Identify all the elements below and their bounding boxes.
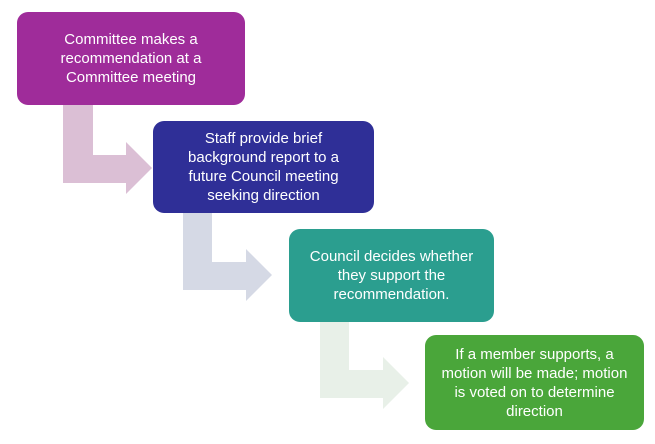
- step-council-decision: Council decides whether they support the…: [289, 229, 494, 322]
- step-motion-vote: If a member supports, a motion will be m…: [425, 335, 644, 430]
- step-3-label: Council decides whether they support the…: [309, 248, 474, 303]
- bent-arrow-2: [183, 213, 272, 301]
- step-staff-report: Staff provide brief background report to…: [153, 121, 374, 213]
- step-4-label: If a member supports, a motion will be m…: [441, 345, 628, 420]
- step-1-label: Committee makes a recommendation at a Co…: [60, 31, 202, 86]
- bent-arrow-1: [63, 105, 152, 194]
- step-committee-recommendation: Committee makes a recommendation at a Co…: [17, 12, 245, 105]
- step-2-label: Staff provide brief background report to…: [188, 130, 339, 204]
- bent-arrow-3: [320, 322, 409, 409]
